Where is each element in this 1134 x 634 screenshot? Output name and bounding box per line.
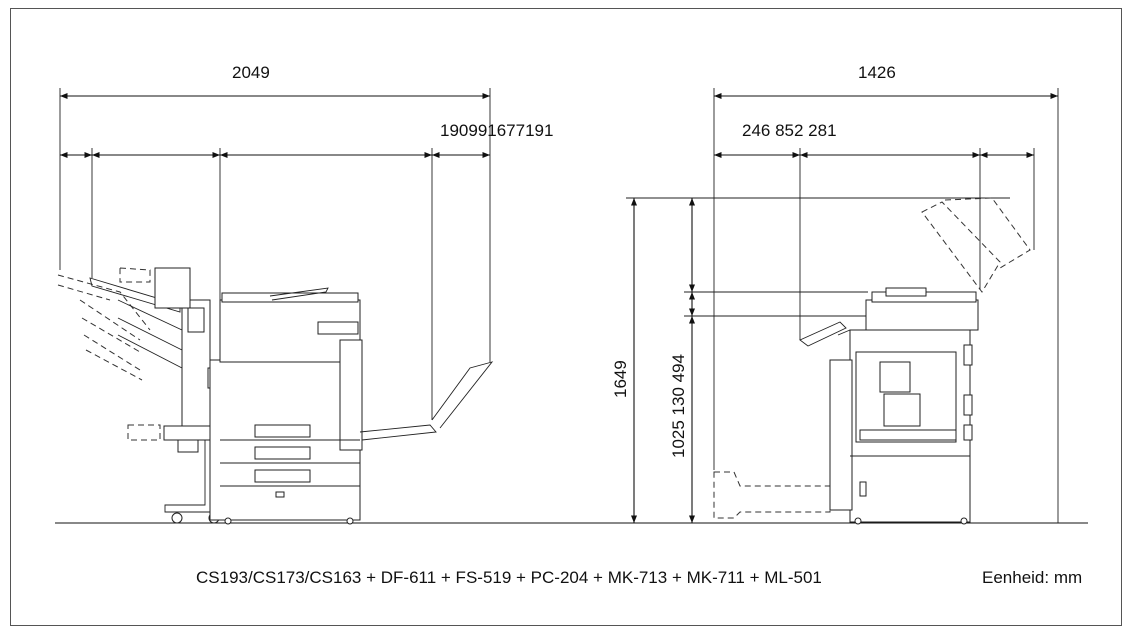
side-dimension-lines — [626, 88, 1059, 523]
height-segments-label: 1025 130 494 — [669, 354, 688, 458]
total-height-label: 1649 — [611, 360, 630, 398]
front-dimension-lines — [59, 88, 491, 420]
configuration-caption: CS193/CS173/CS163 + DF-611 + FS-519 + PC… — [196, 568, 822, 587]
side-view-machine — [713, 197, 1031, 525]
side-segment-widths-label: 246 852 281 — [742, 121, 837, 140]
front-total-width-label: 2049 — [232, 63, 270, 82]
side-total-width-label: 1426 — [858, 63, 896, 82]
unit-label: Eenheid: mm — [982, 568, 1082, 587]
front-view-machine — [57, 267, 494, 525]
front-segment-widths-label: 190991677191 — [440, 121, 553, 140]
